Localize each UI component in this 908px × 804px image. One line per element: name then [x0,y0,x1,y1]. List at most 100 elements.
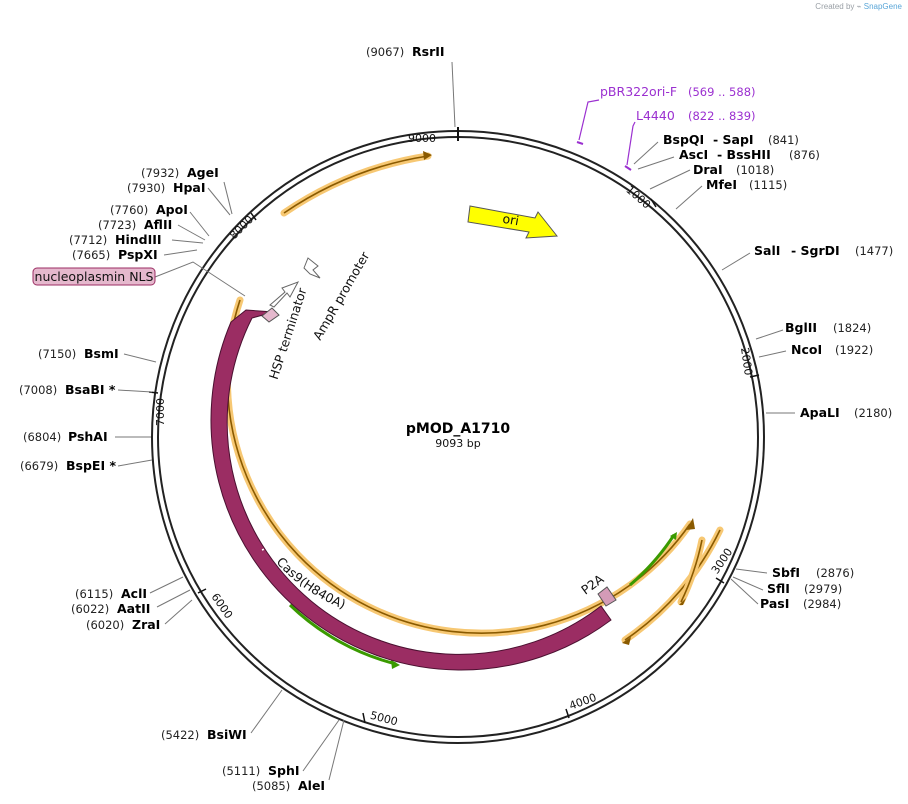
site-pasi[interactable]: PasI (2984) [760,596,841,611]
site-ncoi[interactable]: NcoI (1922) [791,342,873,357]
tick-1000 [650,198,657,208]
site-enzyme: AflII [144,217,172,232]
hsp-terminator-label: HSP terminator [266,285,310,381]
dash: - [713,132,723,147]
site-enzyme: AleI [298,778,325,793]
site-position: (7930) [127,181,165,195]
tick-label-7000: 7000 [154,398,167,426]
ori-feature[interactable]: ori [467,205,558,239]
site-asci-bsshii[interactable]: AscI - BssHII (876) [679,147,820,162]
site-acli[interactable]: (6115) AclI [75,586,147,601]
site-enzyme: BspEI * [66,458,116,473]
primer-pbr322ori-f[interactable]: pBR322ori-F (569 .. 588) [576,84,756,145]
site-position: (2180) [854,406,892,420]
site-enzyme: ApoI [156,202,188,217]
hsp-terminator-arrow[interactable] [269,281,300,308]
leader-pspxi [163,249,198,256]
leader-sbfi [735,568,768,574]
site-enzyme: BsaBI * [65,382,116,397]
site-apoi[interactable]: (7760) ApoI [110,202,188,217]
p2a-feature[interactable]: P2A [578,571,617,607]
site-enzyme: ZraI [132,617,160,632]
site-hpai[interactable]: (7930) HpaI [127,180,206,195]
primer-mark [624,165,632,171]
p2a-box[interactable] [597,586,617,607]
site-enzyme: DraI [693,162,723,177]
leader-aflii [177,224,206,241]
nls-label-box[interactable] [32,267,156,286]
leader-asci [637,156,675,170]
site-enzyme: HpaI [173,180,206,195]
site-bspqi-sapi[interactable]: BspQI - SapI (841) [663,132,799,147]
nls-feature-label[interactable]: nucleoplasmin NLS [32,267,156,286]
site-enzyme: AclI [121,586,147,601]
tick-3000 [715,577,725,584]
site-bsabi[interactable]: (7008) BsaBI * [19,382,116,397]
site-mfei[interactable]: MfeI (1115) [706,177,787,192]
site-position: (1824) [833,321,871,335]
site-position: (7712) [69,233,107,247]
site-hindiii[interactable]: (7712) HindIII [69,232,162,247]
cas9-junction [261,543,278,551]
nls-box[interactable] [261,307,280,323]
leader-ncoi [758,350,787,358]
leader-apoi [189,211,210,237]
hsp-terminator-feature[interactable]: HSP terminator [266,281,310,381]
cas9-arrow[interactable] [210,309,612,671]
site-rsrii[interactable]: (9067) RsrII [366,44,445,59]
ampr-promoter-feature[interactable]: AmpR promoter [303,248,373,343]
ori-arrow[interactable] [467,205,558,239]
site-sbfi[interactable]: SbfI (2876) [772,565,854,580]
site-position: (2984) [803,597,841,611]
orf-large-arrowhead [686,518,695,530]
site-enzyme: PshAI [68,429,108,444]
plasmid-length: 9093 bp [435,437,480,450]
primer-l4440[interactable]: L4440 (822 .. 839) [624,108,756,171]
site-position: (1922) [835,343,873,357]
dash: - [791,243,801,258]
site-position: (841) [768,133,799,147]
site-position: (7760) [110,203,148,217]
site-position: (876) [789,148,820,162]
site-enzyme: AgeI [187,165,219,180]
credit-prefix: Created by [815,2,855,11]
ampr-promoter-arrow[interactable] [303,257,321,279]
primer-name: L4440 [636,108,675,123]
site-pshai[interactable]: (6804) PshAI [23,429,108,444]
green-orf-right [629,534,676,587]
leader-aatii [156,589,191,608]
site-apali[interactable]: ApaLI (2180) [800,405,892,420]
site-sali-sgrdi[interactable]: SalI - SgrDI (1477) [754,243,893,258]
site-enzyme: HindIII [115,232,162,247]
site-aflii[interactable]: (7723) AflII [98,217,172,232]
orf-small-arrowhead [679,598,686,605]
tick-6000 [197,588,207,594]
site-pspxi[interactable]: (7665) PspXI [72,247,158,262]
plasmid-name: pMOD_A1710 [406,421,511,437]
tick-2000 [749,374,760,378]
site-bsiwi[interactable]: (5422) BsiWI [161,727,247,742]
site-zrai[interactable]: (6020) ZraI [86,617,160,632]
site-position: (6679) [20,459,58,473]
site-sphi[interactable]: (5111) SphI [222,763,300,778]
site-position: (6804) [23,430,61,444]
site-sfli[interactable]: SflI (2979) [767,581,842,596]
tick-label-8000: 8000 [227,213,256,242]
site-bglii[interactable]: BglII (1824) [785,320,871,335]
site-bsmi[interactable]: (7150) BsmI [38,346,119,361]
tick-label-2000: 2000 [738,347,755,377]
site-enzyme-2-name: SapI [723,132,754,147]
site-enzyme: BsiWI [207,727,247,742]
leader-drai [649,169,691,190]
site-drai[interactable]: DraI (1018) [693,162,774,177]
site-enzyme: SflI [767,581,790,596]
site-alei[interactable]: (5085) AleI [252,778,325,793]
tick-label-1000: 1000 [623,183,653,211]
site-aatii[interactable]: (6022) AatII [71,601,150,616]
site-bspei[interactable]: (6679) BspEI * [20,458,116,473]
site-position: (7932) [141,166,179,180]
ampr-promoter-label: AmpR promoter [310,248,373,342]
site-agei[interactable]: (7932) AgeI [141,165,219,180]
site-position: (9067) [366,45,404,59]
primer-range: (822 .. 839) [688,109,756,123]
